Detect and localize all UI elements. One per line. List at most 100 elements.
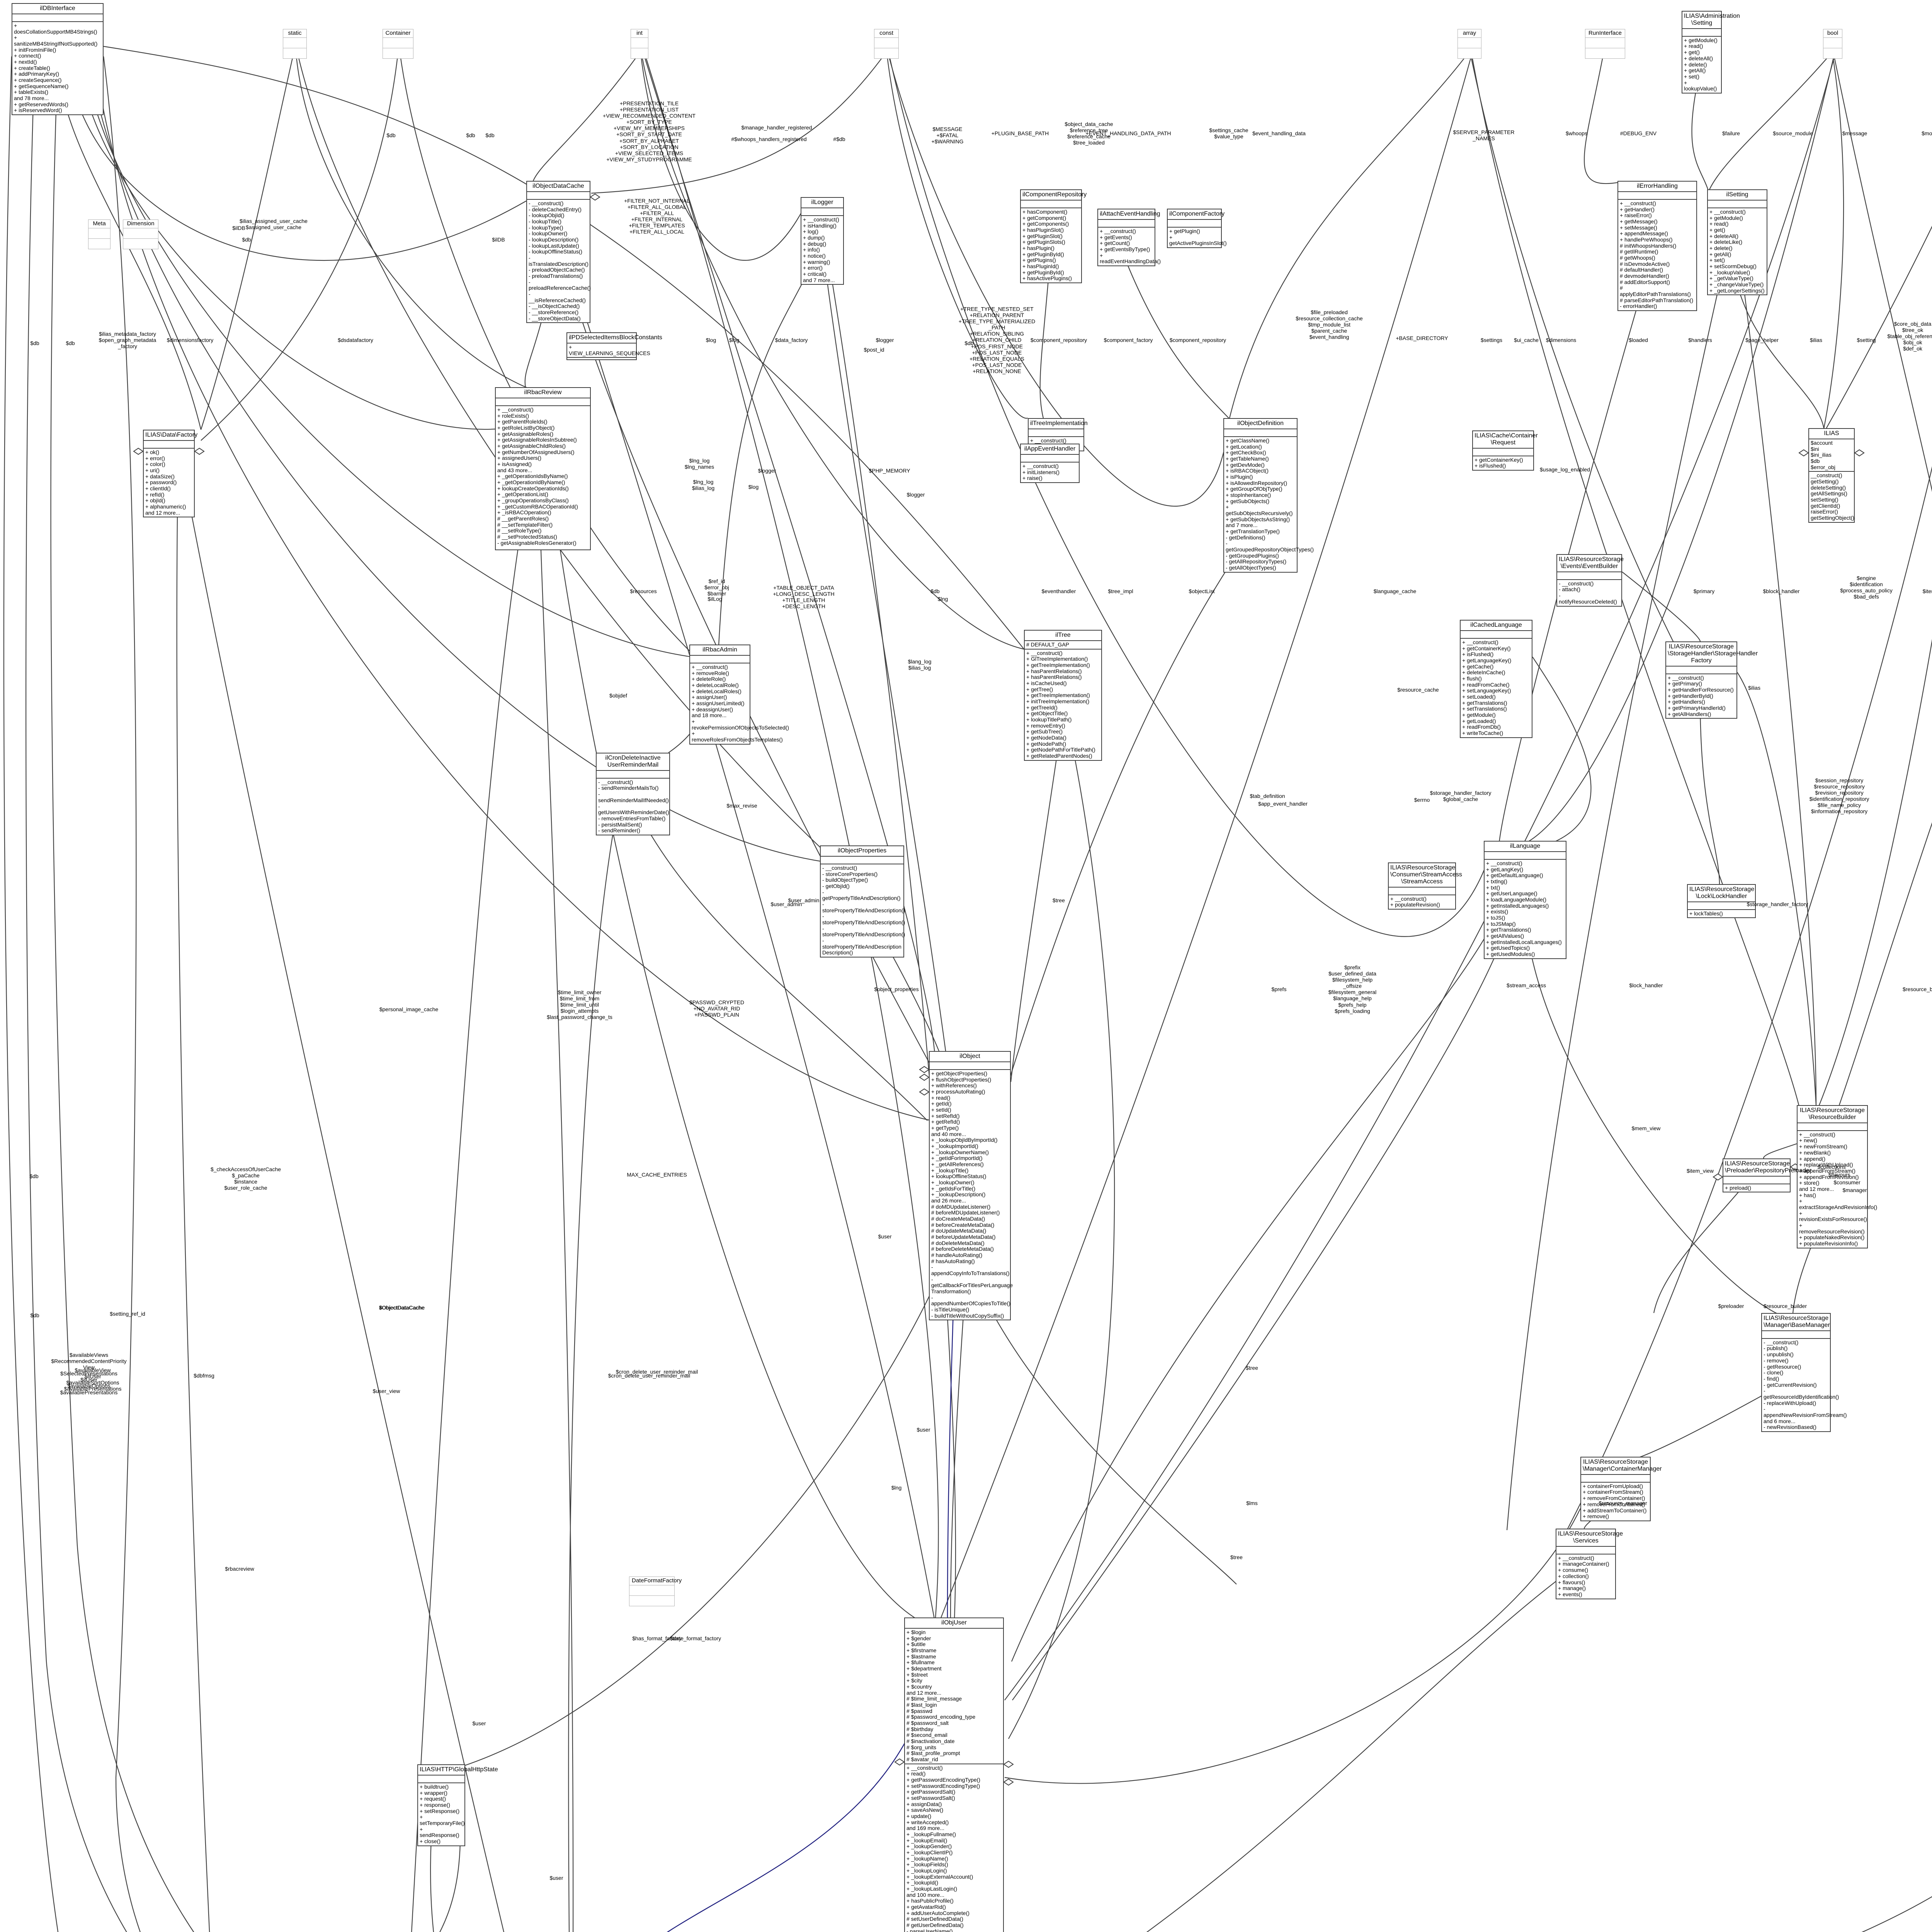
edge-label: #$db xyxy=(833,136,845,142)
class-attributes xyxy=(1666,667,1736,674)
class-attributes xyxy=(690,656,750,663)
uml-class-node[interactable]: ilLanguage+ __construct() + getLangKey()… xyxy=(1484,841,1566,959)
class-operations: + __construct() + getEvents() + getCount… xyxy=(1100,228,1161,265)
edge-label: $resource_builder xyxy=(1763,1303,1807,1309)
class-attributes xyxy=(88,228,110,239)
edge-label: $primary xyxy=(1693,588,1715,594)
uml-class-node[interactable]: Dimension xyxy=(123,219,158,249)
edge-label: $has_format_factory xyxy=(632,1635,682,1641)
edge-label: $errno xyxy=(1414,796,1430,803)
edge-label: $db xyxy=(30,340,39,346)
uml-class-node[interactable]: ilComponentFactory+ getPlugin() + getAct… xyxy=(1167,209,1227,248)
edge-label: $_checkAccessOfUserCache $_paCache $inst… xyxy=(210,1166,281,1191)
edge-label: $tree_impl xyxy=(1108,588,1133,594)
uml-class-node[interactable]: ilAttachEventHandling + __construct() + g… xyxy=(1097,209,1161,266)
class-attributes xyxy=(1029,429,1083,437)
edge-label: $language_cache xyxy=(1373,588,1417,594)
class-name: ILIAS\Data\Factory xyxy=(144,430,197,441)
uml-class-node[interactable]: ILIAS\ResourceStorage \Events\EventBuild… xyxy=(1556,554,1624,607)
edge-label: $db xyxy=(66,340,75,346)
edge-label: $db xyxy=(30,1312,39,1318)
uml-class-node[interactable]: ilCachedLanguage+ __construct() + getCon… xyxy=(1460,620,1532,738)
uml-class-node[interactable]: ILIAS\ResourceStorage \Lock\LockHandler+… xyxy=(1687,884,1756,918)
class-name: ilCronDeleteInactive UserReminderMail xyxy=(597,753,669,771)
uml-class-node[interactable]: ilObjectProperties- __construct() - stor… xyxy=(820,845,905,957)
edge-label: $log xyxy=(748,483,759,490)
uml-class-node[interactable]: ilErrorHandling + __construct() + getHand… xyxy=(1617,181,1697,311)
class-attributes: $account $ini $ini_ilias $db $error_obj xyxy=(1809,439,1854,472)
uml-class-node[interactable]: ILIAS\ResourceStorage \Manager\Container… xyxy=(1580,1457,1662,1521)
uml-class-node[interactable]: ilLogger+ __construct() + isHandling() +… xyxy=(801,197,844,285)
class-attributes xyxy=(1585,38,1625,48)
uml-class-node[interactable]: ilObjectDataCache- __construct() - delet… xyxy=(526,181,591,323)
edge-label: $dbfmsg xyxy=(194,1372,214,1379)
uml-class-node[interactable]: ILIAS\ResourceStorage \Preloader\Reposit… xyxy=(1723,1158,1811,1193)
uml-class-node[interactable]: ILIAS$account $ini $ini_ilias $db $error… xyxy=(1808,428,1855,523)
uml-class-node[interactable]: ILIAS\ResourceStorage \Services+ __const… xyxy=(1556,1529,1623,1599)
uml-class-node[interactable]: ilObjectDefinition+ getClassName() + get… xyxy=(1223,418,1314,573)
class-name: Container xyxy=(383,29,413,38)
edge-label: $engine $identification $process_auto_po… xyxy=(1840,575,1893,600)
class-attributes xyxy=(1762,1331,1830,1339)
class-operations: + __construct() + getHandler() + raiseEr… xyxy=(1620,200,1694,310)
uml-class-node[interactable]: ilAppEventHandler+ __construct() + initL… xyxy=(1020,444,1080,483)
class-attributes xyxy=(1485,852,1566,860)
class-operations: + __construct() + getContainerKey() + is… xyxy=(1462,639,1512,736)
edge-label: $time_limit_owner $time_limit_from $time… xyxy=(547,989,612,1020)
edge-label: $ilias_metadata_factory $open_graph_meta… xyxy=(99,330,156,350)
uml-class-node[interactable]: Container xyxy=(383,29,413,59)
class-name: ilLanguage xyxy=(1485,842,1566,852)
class-name: Dimension xyxy=(123,220,158,228)
edge-label: $lang_log $ilias_log xyxy=(908,658,932,671)
uml-class-node[interactable]: ilCronDeleteInactive UserReminderMail- _… xyxy=(596,753,670,835)
class-operations: + __construct() + populateRevision() xyxy=(1390,895,1440,908)
uml-class-node[interactable]: ilDBInterface+ doesCollationSupportMB4St… xyxy=(12,3,104,115)
uml-class-node[interactable]: RunInterface xyxy=(1585,29,1625,59)
class-operations: + ok() + error() + color() + uri() + dat… xyxy=(145,449,186,516)
uml-class-node[interactable]: ILIAS\Administration \Setting+ getModule… xyxy=(1682,11,1740,94)
class-name: ILIAS xyxy=(1809,429,1854,439)
edge-label: +BASE_DIRECTORY xyxy=(1396,335,1448,341)
edge-label: +TREE_TYPE_NESTED_SET +RELATION_PARENT +… xyxy=(958,306,1036,374)
class-name: ilErrorHandling xyxy=(1618,182,1696,192)
uml-class-node[interactable]: ILIAS\Data\Factory + ok() + error() + col… xyxy=(143,430,197,518)
uml-class-node[interactable]: ilRbacReview+ __construct() + roleExists… xyxy=(495,387,591,550)
uml-class-node[interactable]: ILIAS\ResourceStorage \Consumer\StreamAc… xyxy=(1388,862,1462,910)
class-operations: + __construct() + getPrimary() + getHand… xyxy=(1668,674,1734,717)
edge-label: $dimensions xyxy=(1546,337,1577,343)
uml-class-node[interactable]: ilObject+ getObjectProperties() + flushO… xyxy=(929,1051,1013,1321)
uml-class-node[interactable]: ILIAS\ResourceStorage \Manager\BaseManag… xyxy=(1761,1313,1847,1432)
uml-class-node[interactable]: ILIAS\ResourceStorage \StorageHandler\St… xyxy=(1665,641,1758,719)
class-operations: + __construct() + isHandling() + log() +… xyxy=(803,216,839,283)
edge-label: $db xyxy=(386,132,396,138)
edge-label: $availableViews $RecommendedContentPrior… xyxy=(51,1352,127,1396)
class-attributes xyxy=(874,38,898,48)
uml-class-node[interactable]: const xyxy=(874,29,899,59)
class-attributes xyxy=(1708,201,1767,208)
uml-class-node[interactable]: ilObjUser+ $login + $gender + $utitle + … xyxy=(904,1617,1004,1932)
uml-class-node[interactable]: int xyxy=(631,29,648,59)
uml-class-node[interactable]: ilTree# DEFAULT_GAP+ __construct() + GlT… xyxy=(1024,630,1102,761)
uml-class-node[interactable]: static xyxy=(283,29,307,59)
uml-class-node[interactable]: ILIAS\ResourceStorage \ResourceBuilder+ … xyxy=(1797,1105,1877,1248)
edge-label: $loaded xyxy=(1629,337,1648,343)
uml-class-node[interactable]: ILIAS\HTTP\GlobalHttpState+ buildtrue() … xyxy=(417,1764,498,1846)
uml-class-node[interactable]: array xyxy=(1458,29,1481,59)
uml-class-node[interactable]: ilPDSelectedItemsBlockConstants+ VIEW_LE… xyxy=(566,332,662,361)
class-attributes xyxy=(1473,449,1533,456)
uml-class-node[interactable]: ilSetting+ __construct() + getModule() +… xyxy=(1707,189,1767,296)
uml-class-node[interactable]: Meta xyxy=(88,219,111,249)
uml-class-node[interactable]: DateFormatFactory xyxy=(629,1577,682,1606)
edge-label: $user xyxy=(917,1426,930,1433)
class-operations: + __construct() + GlTreeImplementation()… xyxy=(1026,650,1095,759)
uml-class-node[interactable]: ilComponentRepository+ hasComponent() + … xyxy=(1020,189,1087,283)
class-operations: - __construct() - publish() - unpublish(… xyxy=(1764,1339,1847,1430)
class-name: ilAttachEventHandling xyxy=(1098,209,1160,220)
edge-label: #$whoops_handlers_registered xyxy=(731,136,807,142)
class-attributes xyxy=(930,1062,1010,1070)
class-operations: + hasComponent() + getComponent() + getC… xyxy=(1022,208,1072,282)
uml-class-node[interactable]: ILIAS\Cache\Container \Request+ getConta… xyxy=(1472,430,1538,471)
edge-label: $mem_view xyxy=(1631,1125,1661,1131)
uml-class-node[interactable]: bool xyxy=(1823,29,1842,59)
uml-class-node[interactable]: ilRbacAdmin+ __construct() + removeRole(… xyxy=(689,645,789,745)
